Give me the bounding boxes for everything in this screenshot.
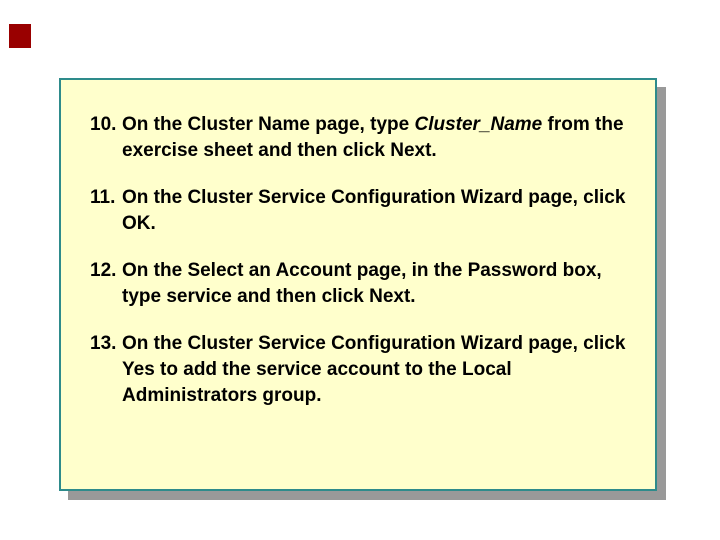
step-text: On the Cluster Service Configuration Wiz… (122, 331, 644, 409)
step-number: 10. (90, 114, 117, 135)
step-text-emphasis: Cluster_Name (414, 114, 543, 135)
red-corner-marker (9, 24, 31, 48)
step-number: 11. (90, 187, 116, 208)
instruction-box: 10.On the Cluster Name page, type Cluste… (59, 78, 657, 491)
step-text: On the Select an Account page, in the Pa… (122, 258, 644, 310)
step-item: 12.On the Select an Account page, in the… (90, 258, 655, 310)
step-item: 10.On the Cluster Name page, type Cluste… (90, 112, 655, 164)
step-text-segment: On the Cluster Service Configuration Wiz… (122, 333, 626, 406)
step-text-segment: from the exercise sheet and then click N… (122, 114, 624, 161)
step-text-segment: On the Select an Account page, in the Pa… (122, 260, 602, 307)
step-list: 10.On the Cluster Name page, type Cluste… (61, 80, 655, 409)
step-number: 13. (90, 333, 117, 354)
step-text: On the Cluster Service Configuration Wiz… (122, 185, 644, 237)
step-text: On the Cluster Name page, type Cluster_N… (122, 112, 644, 164)
step-text-segment: On the Cluster Name page, type (122, 114, 415, 135)
step-number: 12. (90, 260, 117, 281)
step-item: 13.On the Cluster Service Configuration … (90, 331, 655, 409)
step-item: 11. On the Cluster Service Configuration … (90, 185, 655, 237)
step-text-segment: On the Cluster Service Configuration Wiz… (122, 187, 626, 234)
